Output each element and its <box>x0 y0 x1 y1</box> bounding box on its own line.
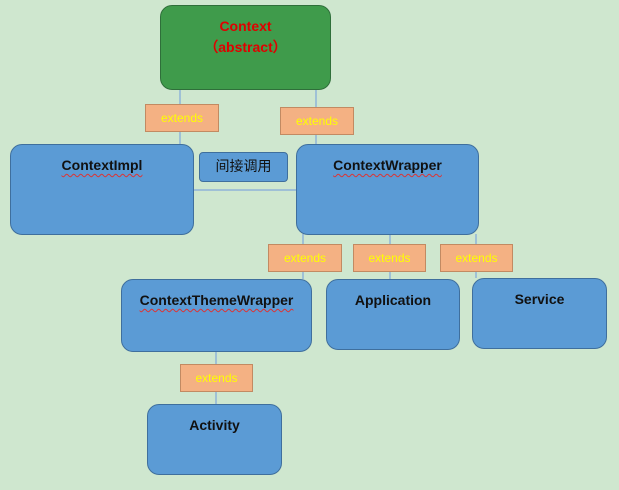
node-contextimpl-title: ContextImpl <box>61 157 143 173</box>
edge-label-indirect-call: 间接调用 <box>199 152 288 182</box>
edge-label-activity-extends: extends <box>180 364 253 392</box>
node-contextwrapper-title: ContextWrapper <box>333 157 442 173</box>
node-contextthemewrapper-title: ContextThemeWrapper <box>139 292 294 308</box>
edge-label-contextimpl-extends: extends <box>145 104 219 132</box>
edge-label-contextwrapper-extends: extends <box>280 107 354 135</box>
node-contextimpl: ContextImpl <box>10 144 194 235</box>
node-service: Service <box>472 278 607 349</box>
edge-label-application-extends: extends <box>353 244 426 272</box>
node-activity: Activity <box>147 404 282 475</box>
node-application: Application <box>326 279 460 350</box>
node-context-title: Context <box>219 18 272 34</box>
node-contextwrapper: ContextWrapper <box>296 144 479 235</box>
node-activity-title: Activity <box>189 417 240 433</box>
edge-label-service-extends: extends <box>440 244 513 272</box>
node-contextthemewrapper: ContextThemeWrapper <box>121 279 312 352</box>
edge-label-contextthemewrapper-extends: extends <box>268 244 342 272</box>
node-context-subtitle: （abstract） <box>204 39 287 55</box>
node-context: Context （abstract） <box>160 5 331 90</box>
node-service-title: Service <box>514 291 565 307</box>
node-application-title: Application <box>354 292 432 308</box>
